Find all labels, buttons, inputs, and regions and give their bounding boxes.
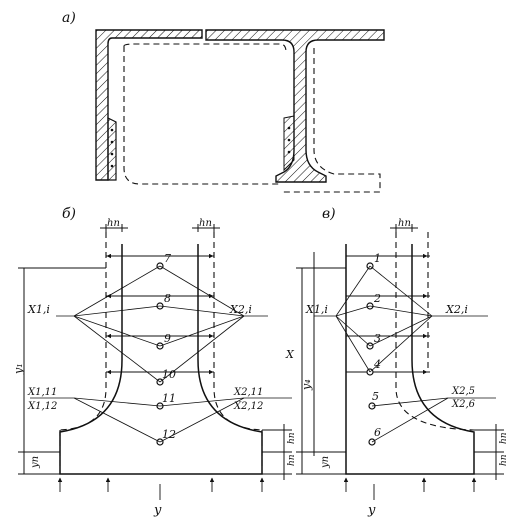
panel-a-label: а) [62,10,76,26]
node-label-8: 8 [164,292,171,305]
panel-b-dim-hn [100,224,220,232]
panel-c-nodes [366,262,376,446]
label-y1: y₁ [12,363,25,375]
label-x2-6: X2,6 [451,399,476,410]
panel-a-left-thickening [107,117,117,181]
label-hn-base-1-b: hп [287,432,297,444]
panel-c-axis-y: y [367,503,376,518]
panel-b-section-outline [59,244,263,475]
panel-a-rib-thickening [283,115,295,172]
label-y4: y₄ [300,379,313,391]
node-label-4: 4 [373,358,381,371]
panel-b-fan-right [159,265,268,383]
panel-b-fan-left [56,265,161,383]
panel-c-level-arrows [412,253,428,375]
panel-b-level-arrows [106,253,214,375]
panel-b-dim-base [262,424,292,480]
label-x2-11: X2,11 [233,387,263,398]
label-hn-base-1-c: hп [499,432,509,444]
panel-b-label: б) [62,206,76,222]
panel-b-fan-lower [30,397,292,443]
panel-c-axis-x: X [285,348,295,361]
node-label-2: 2 [373,292,381,305]
panel-b-axis-y: y [153,503,162,518]
panel-b: б) hn hn [12,206,297,518]
panel-b-hn-left: hn [107,218,120,229]
panel-c-fan-lower [371,397,496,443]
panel-c-dim-hn [390,224,418,232]
label-hn-base-2-c: hп [499,454,509,466]
panel-c-fan-right [369,265,488,373]
panel-b-bottom-arrows [57,477,265,500]
panel-c-inner-dashed [395,232,475,431]
panel-c-label: в) [322,206,336,222]
node-label-1: 1 [374,252,381,265]
node-label-9: 9 [164,332,171,345]
label-x1-i: X1,i [27,303,50,316]
panel-a-left-section [95,29,203,181]
label-x2-5: X2,5 [451,386,475,397]
label-c-x2-i: X2,i [445,303,468,316]
label-x2-i: X2,i [229,303,252,316]
panel-a: а) [62,10,385,193]
panel-a-dashed-contour-top [123,43,287,53]
panel-b-dim-y1 [18,267,106,475]
node-label-11: 11 [162,392,176,405]
node-label-3: 3 [374,332,381,345]
panel-c-dim-base [474,424,504,480]
label-x1-12: X1,12 [27,401,57,412]
panel-b-level-lines [106,255,214,373]
label-yn-b: yп [30,456,41,469]
panel-c-dim-y4 [296,252,346,475]
label-c-x1-i: X1,i [305,303,328,316]
node-label-6: 6 [374,426,381,439]
label-x1-11: X1,11 [27,387,57,398]
panel-c-bottom-arrows [343,477,477,500]
panel-c-fan-left [314,265,371,373]
panel-a-dashed-contour-left [123,46,282,185]
node-label-7: 7 [164,252,171,265]
panel-b-hn-right: hn [199,218,212,229]
panel-c-hn: hn [398,218,411,229]
panel-a-top-flange-right [205,29,385,183]
panel-b-base-dashed [59,430,263,474]
panel-c: в) hn [285,206,509,518]
panel-b-nodes [156,262,164,446]
label-x2-12: X2,12 [233,401,263,412]
label-yn-c: yп [320,456,331,469]
panel-a-dashed-contour-right [282,48,381,193]
label-hn-base-2-b: hп [287,454,297,466]
panel-c-section-outline [345,244,475,475]
node-label-12: 12 [162,428,176,441]
panel-a-reinforcement-dots [110,126,291,168]
node-label-5: 5 [372,390,379,403]
